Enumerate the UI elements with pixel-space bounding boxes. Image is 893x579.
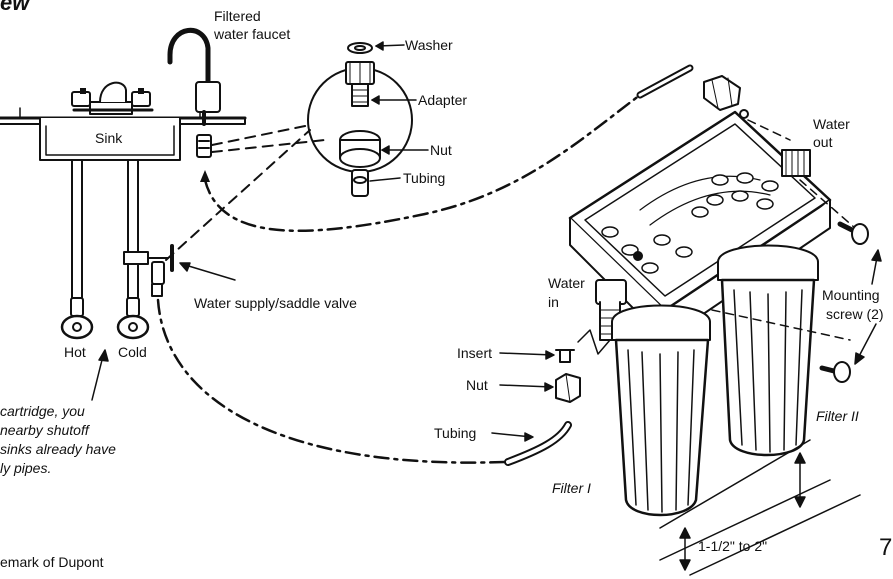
tubing-route-supply (156, 298, 507, 464)
supply-pipes (70, 159, 140, 317)
water-out-label-line2: out (813, 134, 833, 150)
filtered-faucet-label-line2: water faucet (214, 26, 291, 42)
callout-pointers (369, 41, 429, 182)
mounting-screw-label-line2: screw (2) (826, 306, 884, 322)
filter-1-label: Filter I (552, 480, 591, 496)
water-in-label-line2: in (548, 294, 559, 310)
filter-1-housing (611, 304, 711, 517)
filter-2-housing (717, 244, 819, 457)
outlet-nut-icon (703, 75, 749, 119)
supply-valve-label: Water supply/saddle valve (194, 295, 357, 311)
cold-label: Cold (118, 344, 147, 360)
adapter-label: Adapter (418, 92, 468, 108)
sink (0, 107, 247, 161)
hot-shutoff-valve-icon (60, 314, 94, 340)
footer-trademark: emark of Dupont (0, 554, 104, 570)
filter-2-label: Filter II (816, 408, 859, 424)
note-line: ly pipes. (0, 460, 52, 476)
screw-leader-top (799, 179, 856, 229)
filtered-faucet-label-line1: Filtered (214, 8, 261, 24)
inlet-tubing-icon (504, 421, 572, 466)
sink-faucet-icon (71, 81, 154, 115)
hot-label: Hot (64, 344, 86, 360)
dimension-marks (659, 439, 861, 576)
nut-bottom-label: Nut (466, 377, 488, 393)
tubing-bottom-label: Tubing (434, 425, 477, 441)
water-out-label-line1: Water (813, 116, 850, 132)
note-line: sinks already have (0, 441, 116, 457)
screw-leader (711, 309, 851, 341)
nut-top-label: Nut (430, 142, 452, 158)
saddle-valve-icon (123, 244, 174, 297)
insert-label: Insert (457, 345, 493, 361)
outlet-tubing-icon (636, 64, 694, 99)
tubing-top-label: Tubing (403, 170, 446, 186)
note-line: nearby shutoff (0, 422, 89, 438)
fitting-detail-callout (307, 42, 413, 197)
installation-note: cartridge, you nearby shutoff sinks alre… (0, 402, 116, 478)
water-in-label-line1: Water (548, 275, 585, 291)
dimension-label: 1-1/2" to 2" (698, 538, 768, 554)
mounting-screw-bottom-icon (819, 361, 851, 383)
inlet-insert-icon (555, 349, 575, 363)
outlet-leader (747, 119, 791, 141)
note-line: cartridge, you (0, 403, 85, 419)
valve-pointer (179, 262, 236, 281)
part-pointers (491, 350, 555, 442)
mounting-screw-top-icon (837, 221, 869, 245)
mounting-pointers (854, 249, 882, 365)
bracket-holes (601, 172, 779, 274)
cold-shutoff-valve-icon (116, 314, 150, 340)
page-number: 7 (879, 534, 893, 561)
filtered-faucet-icon (167, 28, 221, 158)
callout-leader-lines (165, 124, 326, 261)
washer-label: Washer (405, 37, 453, 53)
outlet-fitting-icon (781, 149, 811, 177)
note-pointer (91, 349, 109, 401)
sink-label: Sink (95, 130, 123, 146)
bracket-screw-head (633, 251, 643, 261)
inlet-zigzag (577, 329, 611, 355)
inlet-nut-icon (555, 373, 581, 403)
mounting-screw-label-line1: Mounting (822, 287, 880, 303)
faucet-route-arrow (200, 170, 210, 182)
header-fragment: ew (0, 0, 30, 15)
tubing-route-filtered (203, 93, 642, 232)
